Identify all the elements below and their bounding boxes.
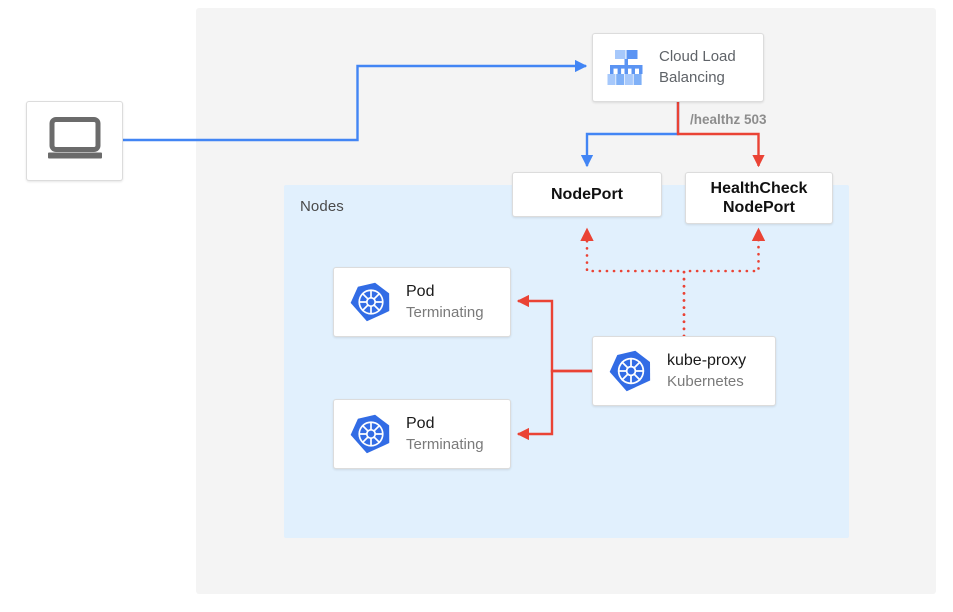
pod-node-1[interactable]: Pod Terminating <box>333 267 511 337</box>
cloud-load-balancing-label: Cloud Load Balancing <box>659 47 736 88</box>
healthcheck-label-line-2: NodePort <box>722 199 795 216</box>
clb-label-line-2: Balancing <box>659 68 725 86</box>
healthz-edge-label: /healthz 503 <box>690 112 767 127</box>
pod-1-status: Terminating <box>406 303 484 321</box>
cloud-load-balancing-icon <box>603 48 649 88</box>
kubernetes-icon <box>609 349 653 393</box>
kube-proxy-subtitle: Kubernetes <box>667 372 744 390</box>
nodes-region-label: Nodes <box>300 198 344 215</box>
pod-node-2[interactable]: Pod Terminating <box>333 399 511 469</box>
kubernetes-icon <box>350 413 392 455</box>
nodeport-node[interactable]: NodePort <box>512 172 662 217</box>
pod-1-title: Pod <box>406 282 435 300</box>
clb-label-line-1: Cloud Load <box>659 48 736 66</box>
laptop-icon <box>46 117 104 166</box>
kube-proxy-node[interactable]: kube-proxy Kubernetes <box>592 336 776 406</box>
healthcheck-nodeport-node[interactable]: HealthCheck NodePort <box>685 172 833 224</box>
pod-2-status: Terminating <box>406 435 484 453</box>
kube-proxy-text: kube-proxy Kubernetes <box>667 351 746 391</box>
cloud-load-balancing-node[interactable]: Cloud Load Balancing <box>592 33 764 102</box>
client-node[interactable] <box>26 101 123 181</box>
kube-proxy-title: kube-proxy <box>667 351 747 369</box>
pod-1-text: Pod Terminating <box>406 282 484 322</box>
healthcheck-label-line-1: HealthCheck <box>710 179 808 197</box>
pod-2-title: Pod <box>406 414 435 432</box>
pod-2-text: Pod Terminating <box>406 414 484 454</box>
kubernetes-icon <box>350 281 392 323</box>
healthcheck-nodeport-label: HealthCheck NodePort <box>711 179 808 217</box>
nodeport-label: NodePort <box>551 185 623 203</box>
